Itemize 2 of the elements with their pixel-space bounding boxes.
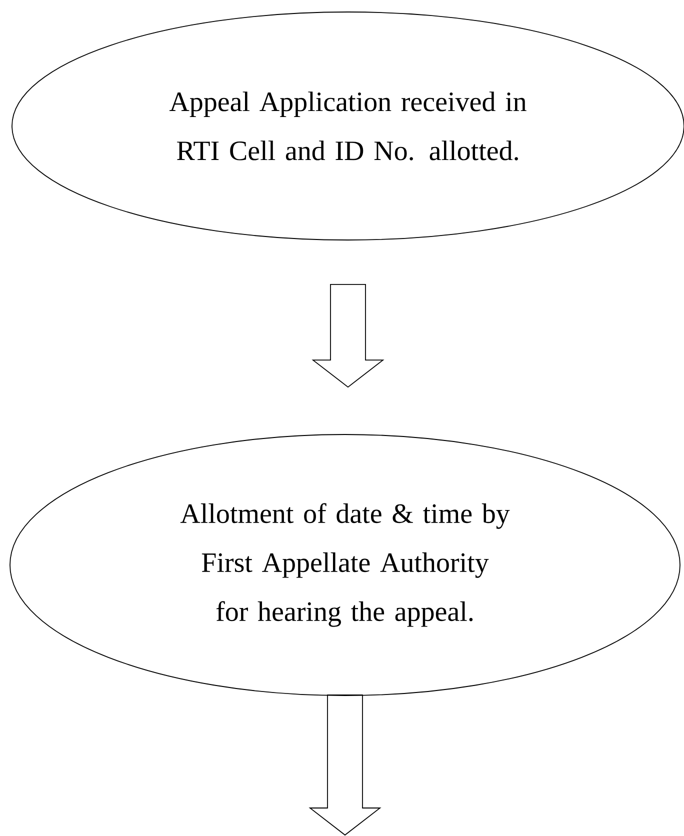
block-arrow <box>308 694 382 836</box>
block-arrow <box>312 284 384 388</box>
